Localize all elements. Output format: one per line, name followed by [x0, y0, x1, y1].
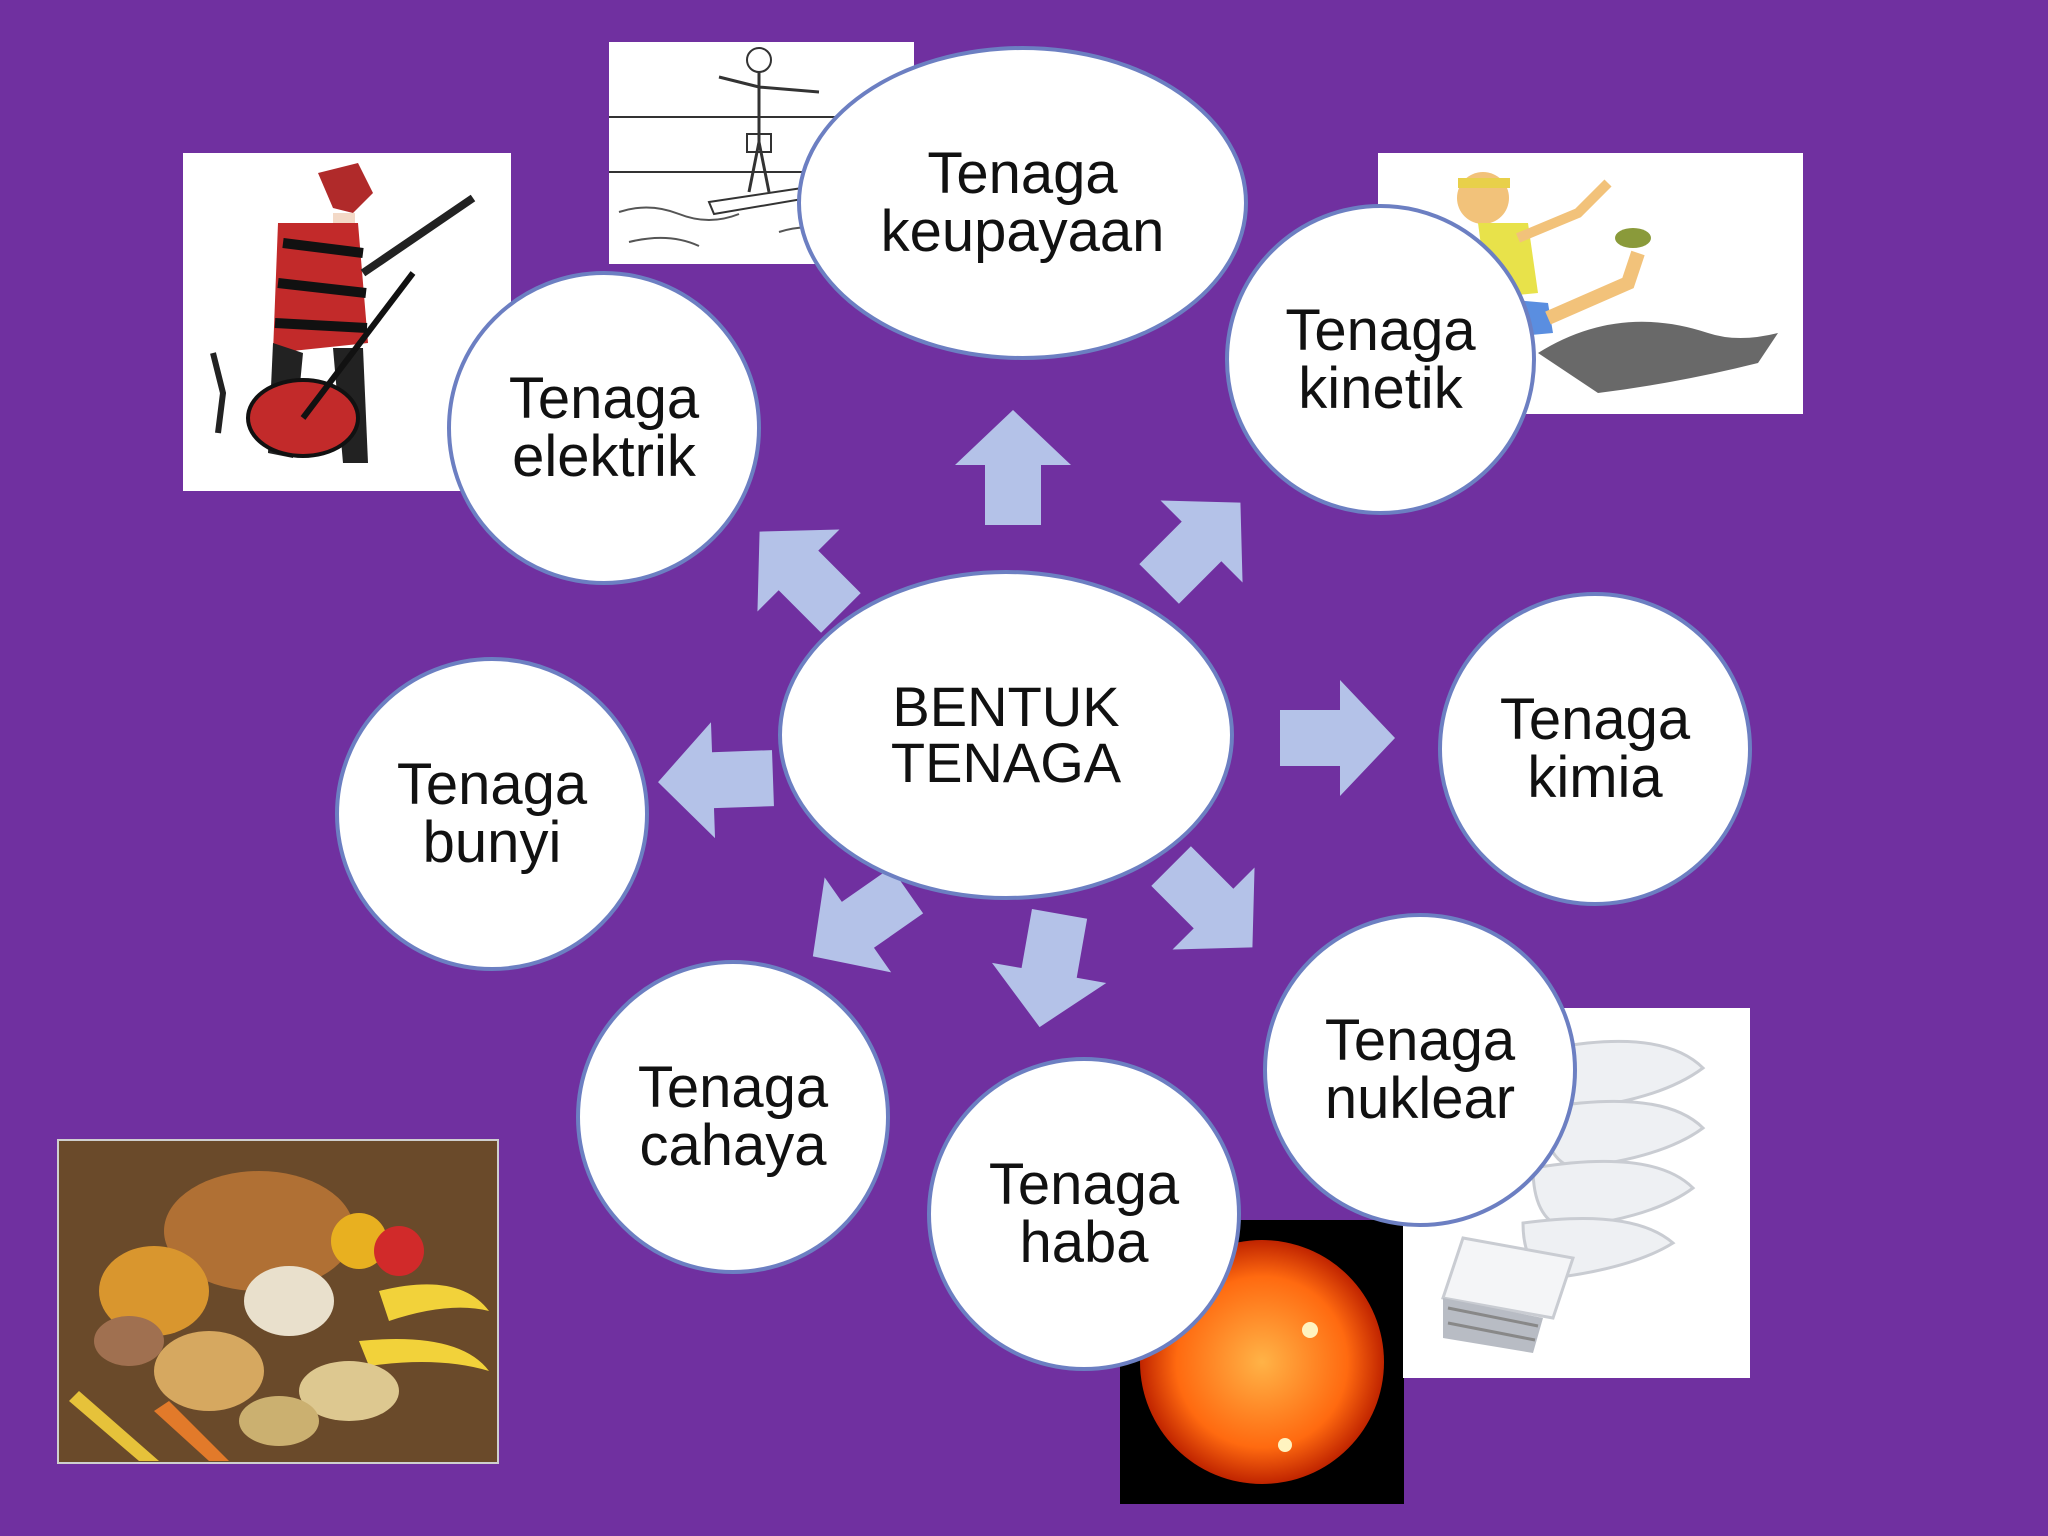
arrow-to-haba [992, 908, 1107, 1028]
node-line2: nuklear [1324, 1066, 1516, 1131]
arrow-to-cahaya [812, 867, 924, 973]
node-tenaga-haba: Tenaga haba [927, 1057, 1241, 1371]
node-line1: Tenaga [1324, 1008, 1516, 1073]
node-tenaga-kimia: Tenaga kimia [1438, 592, 1752, 906]
node-line1: Tenaga [927, 141, 1118, 206]
node-line2: kinetik [1298, 355, 1463, 421]
node-tenaga-bunyi: Tenaga bunyi [335, 657, 649, 971]
food-photo [57, 1139, 499, 1464]
guitarist-illustration [183, 153, 511, 491]
arrow-to-kinetik [1139, 500, 1243, 604]
node-line1: Tenaga [988, 1152, 1180, 1217]
node-tenaga-cahaya: Tenaga cahaya [576, 960, 890, 1274]
node-tenaga-elektrik: Tenaga elektrik [447, 271, 761, 585]
node-tenaga-keupayaan: Tenaga keupayaan [797, 46, 1248, 360]
node-line2: elektrik [512, 424, 696, 489]
node-line1: Tenaga [396, 752, 588, 817]
arrow-to-elektrik [757, 529, 861, 633]
arrow-to-nuklear [1151, 846, 1255, 950]
node-tenaga-nuklear: Tenaga nuklear [1263, 913, 1577, 1227]
node-line2: keupayaan [880, 199, 1165, 264]
center-node-line2: TENAGA [890, 731, 1122, 794]
node-line2: haba [1019, 1210, 1149, 1275]
arrow-to-keupayaan [955, 410, 1071, 525]
center-node-line1: BENTUK [892, 675, 1120, 738]
center-node-bentuk-tenaga: BENTUK TENAGA [778, 570, 1234, 900]
node-line1: Tenaga [508, 366, 700, 431]
node-line2: bunyi [422, 810, 562, 875]
node-line1: Tenaga [637, 1055, 829, 1120]
node-line1: Tenaga [1499, 687, 1691, 752]
arrow-to-kimia [1280, 680, 1395, 796]
arrow-to-bunyi [658, 722, 774, 839]
node-tenaga-kinetik: Tenaga kinetik [1225, 204, 1536, 515]
node-line1: Tenaga [1285, 297, 1476, 363]
node-line2: cahaya [639, 1113, 827, 1178]
node-line2: kimia [1527, 745, 1663, 810]
